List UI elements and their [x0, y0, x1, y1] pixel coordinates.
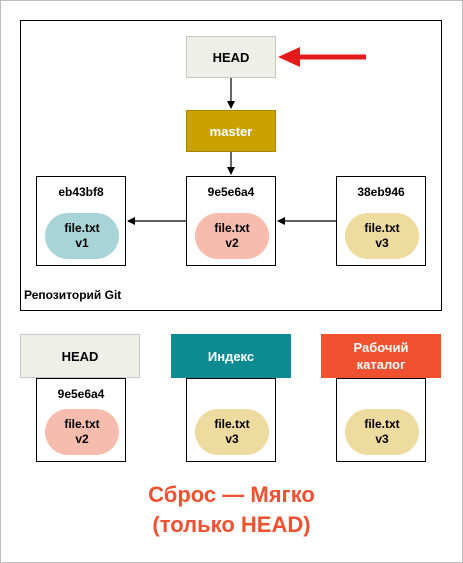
- commit-hash: 9e5e6a4: [207, 185, 255, 199]
- file-name: file.txt: [364, 221, 400, 235]
- file-blob-v3: file.txt v3: [195, 409, 269, 455]
- file-blob-v1: file.txt v1: [45, 213, 119, 259]
- commit-box-eb43bf8: eb43bf8 file.txt v1: [36, 176, 126, 266]
- title-line-1: Сброс — Мягко: [148, 482, 315, 507]
- head-tree-box: 9e5e6a4 file.txt v2: [36, 378, 126, 462]
- commit-box-38eb946: 38eb946 file.txt v3: [336, 176, 426, 266]
- red-pointer-arrow-head: [278, 47, 300, 67]
- repository-label: Репозиторий Git: [24, 288, 122, 302]
- index-label: Индекс: [207, 348, 255, 364]
- file-version: v1: [75, 236, 89, 250]
- commit-hash: 38eb946: [357, 185, 405, 199]
- file-version: v2: [75, 432, 89, 446]
- file-version: v3: [225, 432, 239, 446]
- master-branch-label: master: [209, 123, 253, 139]
- index-box: file.txt v3: [186, 378, 276, 462]
- file-version: v3: [375, 236, 389, 250]
- working-directory-label: Рабочий каталог: [353, 340, 409, 372]
- file-blob-v3: file.txt v3: [345, 213, 419, 259]
- file-blob-v3: file.txt v3: [345, 409, 419, 455]
- head-pointer-box: HEAD: [186, 36, 276, 78]
- commit-hash: eb43bf8: [58, 185, 104, 199]
- file-name: file.txt: [64, 417, 100, 431]
- file-blob-v2: file.txt v2: [45, 409, 119, 455]
- working-directory-box: file.txt v3: [336, 378, 426, 462]
- commit-box-9e5e6a4: 9e5e6a4 file.txt v2: [186, 176, 276, 266]
- head-tree-label: HEAD: [61, 348, 99, 364]
- file-name: file.txt: [64, 221, 100, 235]
- file-blob-v2: file.txt v2: [195, 213, 269, 259]
- file-name: file.txt: [214, 417, 250, 431]
- head-tree-header: HEAD: [20, 334, 140, 378]
- master-branch-box: master: [186, 110, 276, 152]
- file-name: file.txt: [214, 221, 250, 235]
- title-line-2: (только HEAD): [152, 512, 311, 537]
- commit-hash: 9e5e6a4: [57, 387, 105, 401]
- file-version: v2: [225, 236, 239, 250]
- working-directory-header: Рабочий каталог: [321, 334, 441, 378]
- index-header: Индекс: [171, 334, 291, 378]
- file-name: file.txt: [364, 417, 400, 431]
- file-version: v3: [375, 432, 389, 446]
- head-pointer-label: HEAD: [212, 49, 250, 65]
